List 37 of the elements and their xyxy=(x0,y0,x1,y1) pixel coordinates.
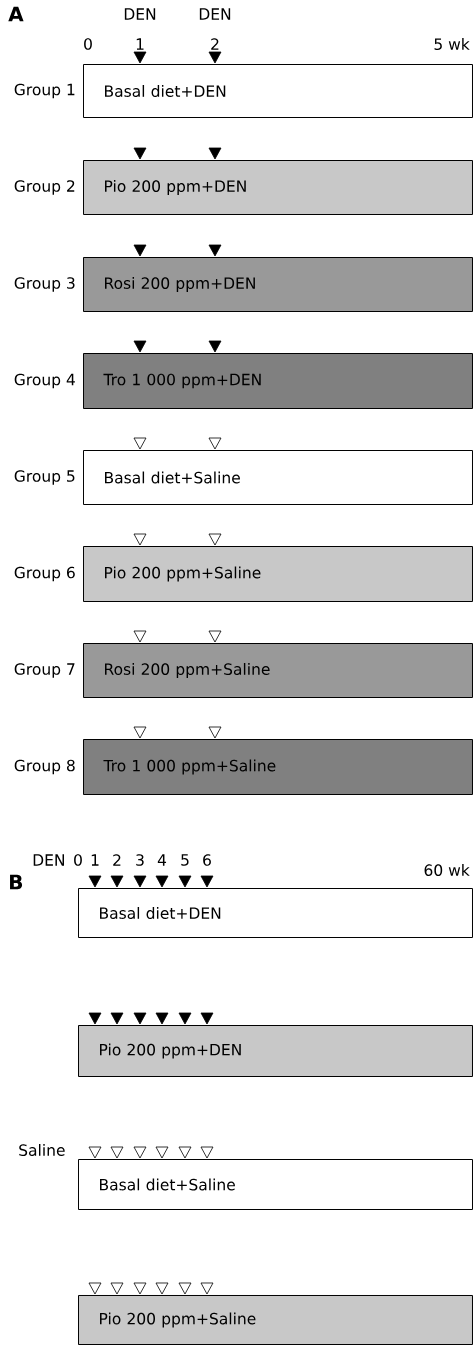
tick-label: 4 xyxy=(157,854,167,866)
injection-label: DEN xyxy=(124,8,156,20)
tick-label: 2 xyxy=(211,38,219,50)
group-label: Group 1 xyxy=(14,83,75,99)
tick-label: 3 xyxy=(136,854,144,866)
injection-label: DEN xyxy=(199,8,231,20)
treatment-bar: Basal diet+Saline xyxy=(78,1159,473,1210)
treatment-bar: Tro 1 000 ppm+Saline xyxy=(83,739,473,795)
treatment-bar: Pio 200 ppm+Saline xyxy=(78,1295,473,1345)
group-label: Group 4 xyxy=(14,373,75,389)
group-label: Group 8 xyxy=(14,759,75,775)
treatment-bar: Pio 200 ppm+DEN xyxy=(78,1025,473,1077)
treatment-bar: Basal diet+DEN xyxy=(83,64,473,118)
injection-label: Saline xyxy=(19,1144,65,1156)
group-label: Group 7 xyxy=(14,663,75,678)
panel-letter: B xyxy=(10,874,23,890)
treatment-bar: Rosi 200 ppm+DEN xyxy=(83,257,473,312)
tick-label: 1 xyxy=(136,38,144,50)
treatment-bar: Rosi 200 ppm+Saline xyxy=(83,643,473,698)
group-label: Group 6 xyxy=(14,566,75,582)
injection-label: DEN xyxy=(33,854,64,866)
panel-letter: A xyxy=(8,6,24,22)
treatment-bar: Pio 200 ppm+Saline xyxy=(83,546,473,602)
tick-label: 0 xyxy=(84,38,92,50)
tick-label: 2 xyxy=(113,854,121,866)
treatment-bar: Pio 200 ppm+DEN xyxy=(83,160,473,215)
tick-label: 1 xyxy=(91,854,99,866)
tick-label: 5 xyxy=(181,854,189,866)
tick-label: 0 xyxy=(74,854,82,866)
group-label: Group 2 xyxy=(14,180,75,195)
treatment-bar: Basal diet+DEN xyxy=(78,888,473,938)
tick-label: 6 xyxy=(203,854,211,866)
treatment-bar: Basal diet+Saline xyxy=(83,450,473,505)
group-label: Group 5 xyxy=(14,470,75,485)
treatment-bar: Tro 1 000 ppm+DEN xyxy=(83,353,473,409)
tick-label: 5 wk xyxy=(434,38,470,50)
group-label: Group 3 xyxy=(14,277,75,292)
